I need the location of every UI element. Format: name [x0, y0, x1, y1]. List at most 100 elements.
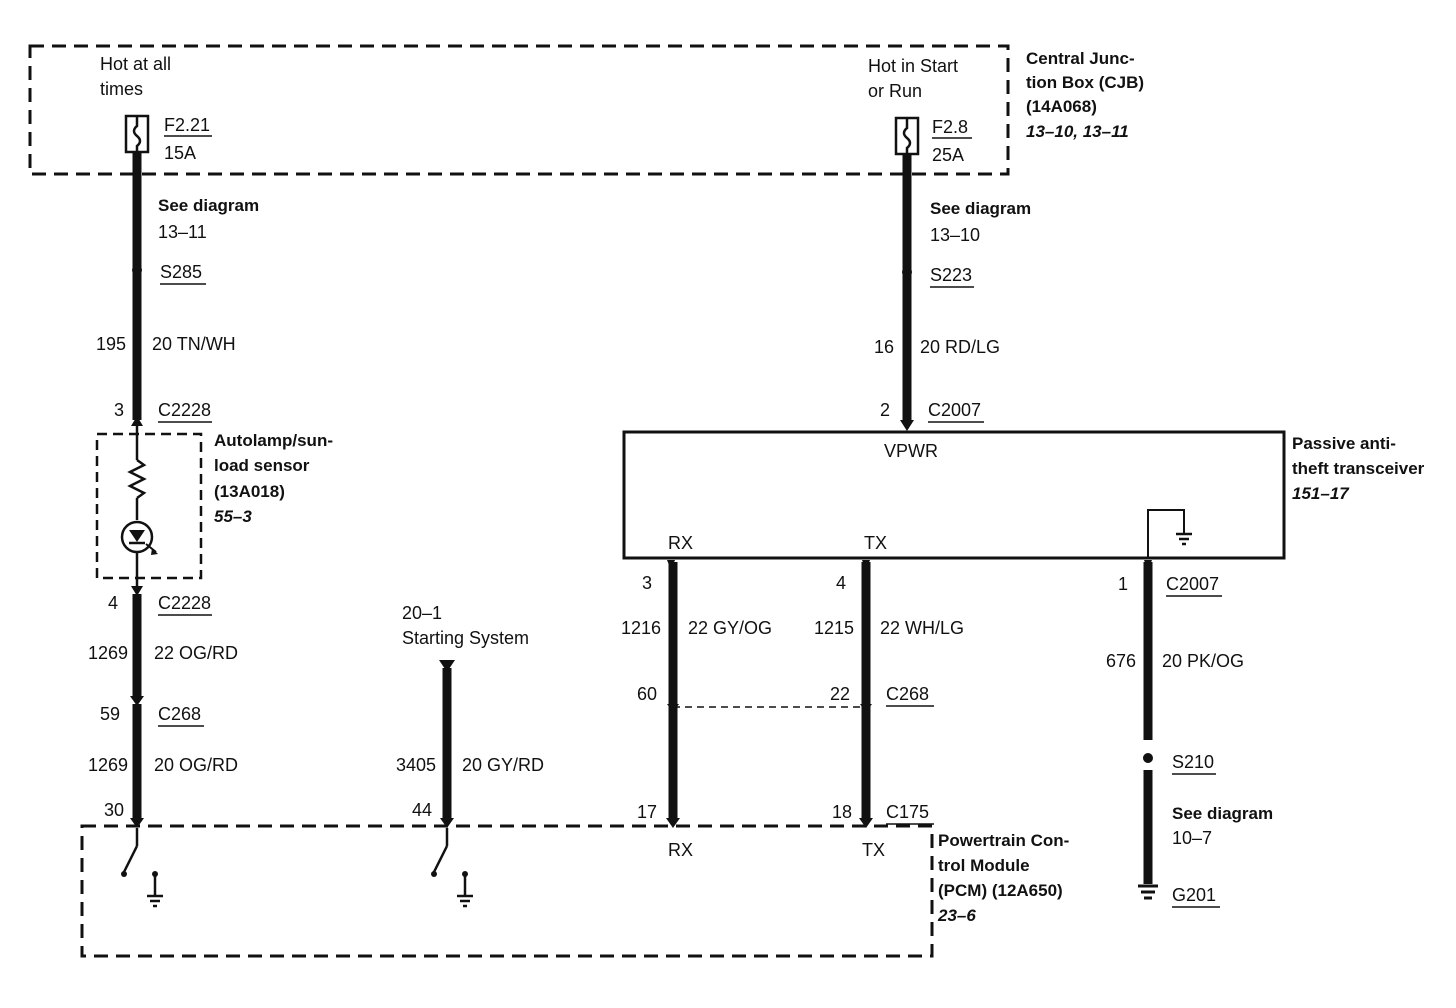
wire-20-gy-rd: 20 GY/RD	[462, 755, 544, 775]
sensor-ref: 55–3	[214, 507, 252, 526]
sensor-title-line-3: (13A018)	[214, 482, 285, 501]
pats-box	[622, 430, 1286, 560]
hot-in-start-line-2: or Run	[868, 81, 922, 101]
pcm-title-line-2: trol Module	[938, 856, 1030, 875]
pats-internal-ground-icon	[1147, 509, 1192, 558]
pcm-title-line-1: Powertrain Con-	[938, 831, 1069, 850]
starting-arrow-icon	[439, 660, 455, 672]
pats-vpwr: VPWR	[884, 441, 938, 461]
circuit-16: 16	[874, 337, 894, 357]
c268-tx-label: C268	[886, 684, 929, 704]
c2007-vpwr-label: C2007	[928, 400, 981, 420]
splice-s210-label: S210	[1172, 752, 1214, 772]
resistor-icon	[127, 458, 147, 500]
pats-rx-pin: 3	[642, 573, 652, 593]
circuit-195: 195	[96, 334, 126, 354]
splice-s223-label: S223	[930, 265, 972, 285]
pcm-switch-1-icon	[121, 828, 163, 908]
hot-in-start-line-1: Hot in Start	[868, 56, 958, 76]
c2228-bottom-pin: 4	[108, 593, 118, 613]
left-see-diagram: See diagram	[158, 196, 259, 215]
pats-title-line-2: theft transceiver	[1292, 459, 1425, 478]
cjb-title-line-2: tion Box (CJB)	[1026, 73, 1144, 92]
fuse-f2-21-icon	[124, 114, 150, 154]
pats-ref: 151–17	[1292, 484, 1350, 503]
pcm-pin-18: 18	[832, 802, 852, 822]
hot-at-all-times-line-2: times	[100, 79, 143, 99]
c268-left-arrow-icon	[130, 696, 144, 706]
c268-rx-pin: 60	[637, 684, 657, 704]
c268-left-pin: 59	[100, 704, 120, 724]
pcm-ref: 23–6	[937, 906, 976, 925]
fuse-right-id: F2.8	[932, 117, 968, 137]
pats-gnd-connector: C2007	[1166, 574, 1219, 594]
c268-tx-pin: 22	[830, 684, 850, 704]
right-see-diagram-ref: 13–10	[930, 225, 980, 245]
pcm-pin-44: 44	[412, 800, 432, 820]
cjb-title-line-1: Central Junc-	[1026, 49, 1135, 68]
splice-s285-dot	[132, 265, 142, 275]
circuit-3405: 3405	[396, 755, 436, 775]
fuse-f2-8-icon	[894, 116, 920, 156]
fuse-left-id: F2.21	[164, 115, 210, 135]
photodiode-icon	[120, 520, 158, 555]
cjb-title-line-3: (14A068)	[1026, 97, 1097, 116]
ground-g201-icon	[1138, 884, 1158, 900]
wire-20-rd-lg: 20 RD/LG	[920, 337, 1000, 357]
pats-tx-pin: 4	[836, 573, 846, 593]
sensor-title-line-1: Autolamp/sun-	[214, 431, 333, 450]
pats-rx: RX	[668, 533, 693, 553]
ground-see-diagram-ref: 10–7	[1172, 828, 1212, 848]
pcm-pin-17-arrow-icon	[666, 818, 680, 828]
ground-g201-label: G201	[1172, 885, 1216, 905]
starting-label: Starting System	[402, 628, 529, 648]
wire-22-wh-lg: 22 WH/LG	[880, 618, 964, 638]
circuit-1269-b: 1269	[88, 755, 128, 775]
circuit-676: 676	[1106, 651, 1136, 671]
splice-s210-dot	[1143, 753, 1153, 763]
pcm-title-line-3: (PCM) (12A650)	[938, 881, 1063, 900]
cjb-dashed-border	[28, 44, 1010, 176]
pcm-pin-30-arrow-icon	[130, 818, 144, 828]
pats-gnd-pin: 1	[1118, 574, 1128, 594]
wire-20-pk-og: 20 PK/OG	[1162, 651, 1244, 671]
starting-ref: 20–1	[402, 603, 442, 623]
pcm-pin-18-arrow-icon	[859, 818, 873, 828]
fuse-right-rating: 25A	[932, 145, 964, 165]
pcm-tx: TX	[862, 840, 885, 860]
circuit-1269-a: 1269	[88, 643, 128, 663]
ground-see-diagram: See diagram	[1172, 804, 1273, 823]
splice-s223-dot	[902, 267, 912, 277]
circuit-1215: 1215	[814, 618, 854, 638]
sensor-title-line-2: load sensor	[214, 456, 310, 475]
c2007-vpwr-arrow-icon	[900, 420, 914, 431]
c2228-top-label: C2228	[158, 400, 211, 420]
pcm-pin-44-arrow-icon	[440, 818, 454, 828]
pcm-switch-2-icon	[431, 828, 473, 908]
pcm-pin-30: 30	[104, 800, 124, 820]
pcm-c175-label: C175	[886, 802, 929, 822]
wire-22-gy-og: 22 GY/OG	[688, 618, 772, 638]
cjb-ref: 13–10, 13–11	[1026, 122, 1129, 141]
wire-20-og-rd: 20 OG/RD	[154, 755, 238, 775]
pats-tx: TX	[864, 533, 887, 553]
c2007-vpwr-pin: 2	[880, 400, 890, 420]
circuit-1216: 1216	[621, 618, 661, 638]
hot-at-all-times-line-1: Hot at all	[100, 54, 171, 74]
c268-left-label: C268	[158, 704, 201, 724]
pats-title-line-1: Passive anti-	[1292, 434, 1396, 453]
c2228-bottom-label: C2228	[158, 593, 211, 613]
wire-22-og-rd: 22 OG/RD	[154, 643, 238, 663]
c2228-bottom-arrow-icon	[131, 586, 143, 596]
pcm-dashed-border	[80, 824, 934, 958]
fuse-left-rating: 15A	[164, 143, 196, 163]
left-see-diagram-ref: 13–11	[158, 222, 207, 242]
splice-s285-label: S285	[160, 262, 202, 282]
pcm-pin-17: 17	[637, 802, 657, 822]
c2228-top-pin: 3	[114, 400, 124, 420]
pcm-rx: RX	[668, 840, 693, 860]
right-see-diagram: See diagram	[930, 199, 1031, 218]
sensor-dashed-border	[95, 432, 203, 580]
wire-20-tn-wh: 20 TN/WH	[152, 334, 236, 354]
